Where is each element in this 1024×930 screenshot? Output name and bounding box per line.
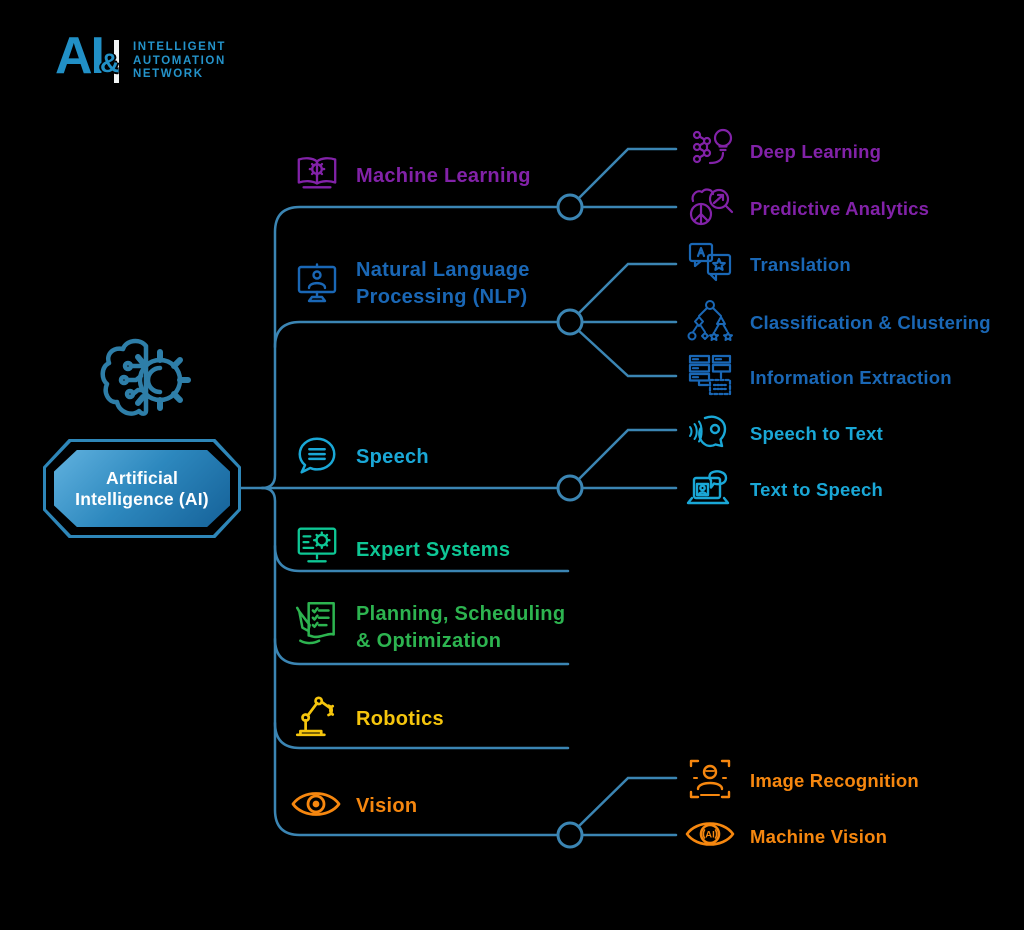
book-gear-icon — [297, 157, 337, 189]
logo: AI & INTELLIGENT AUTOMATION NETWORK — [55, 30, 255, 86]
branch-label-expert-systems: Expert Systems — [356, 539, 511, 561]
branch-label-machine-learning: Machine Learning — [356, 165, 531, 187]
robot-arm-icon — [295, 696, 335, 737]
laptop-speech-icon — [686, 470, 730, 505]
sub-label-translation: Translation — [750, 254, 851, 275]
chat-translate-icon — [688, 242, 732, 282]
eye-ai-glyph: AI — [705, 830, 715, 841]
brain-gear-icon — [100, 338, 191, 416]
brain-magnifier-icon — [689, 188, 734, 226]
monitor-gear-icon — [297, 527, 337, 563]
logo-wordmark: INTELLIGENT AUTOMATION NETWORK — [133, 41, 226, 82]
branch-label-planning-line1: Planning, Scheduling — [356, 603, 566, 625]
root-node-artificial-intelligence: Artificial Intelligence (AI) — [43, 439, 241, 538]
sub-label-predictive-analytics: Predictive Analytics — [750, 198, 930, 219]
logo-line-3: NETWORK — [133, 68, 204, 80]
eye-icon — [291, 792, 341, 816]
branch-label-planning-line2: & Optimization — [356, 630, 502, 652]
talking-head-icon — [689, 415, 727, 448]
logo-line-2: AUTOMATION — [133, 54, 226, 67]
checklist-pencil-icon — [295, 601, 335, 645]
branch-label-nlp-line1: Natural Language — [356, 259, 530, 281]
eye-ai-icon: AI — [685, 822, 735, 846]
speech-bubble-icon — [298, 437, 336, 474]
sub-label-machine-vision: Machine Vision — [750, 826, 888, 847]
database-extract-icon — [688, 354, 732, 396]
root-label-line1: Artificial — [105, 467, 179, 488]
sub-label-information-extraction: Information Extraction — [750, 367, 952, 388]
logo-line-1: INTELLIGENT — [133, 41, 226, 53]
branch-label-planning: Planning, Scheduling & Optimization — [356, 601, 565, 655]
logo-ampersand: & — [100, 48, 120, 78]
branch-label-speech: Speech — [356, 446, 429, 468]
root-node-body: Artificial Intelligence (AI) — [54, 450, 230, 527]
monitor-person-icon — [297, 263, 337, 303]
root-label-line2: Intelligence (AI) — [75, 488, 209, 509]
sub-label-speech-to-text: Speech to Text — [750, 423, 884, 444]
neural-network-bulb-icon — [692, 128, 733, 165]
sub-label-image-recognition: Image Recognition — [750, 770, 919, 791]
branch-label-nlp: Natural Language Processing (NLP) — [356, 257, 530, 311]
root-node-border-gap: Artificial Intelligence (AI) — [46, 442, 238, 535]
logo-ai-text: AI — [55, 27, 105, 85]
logo-divider-bar — [114, 40, 119, 83]
sub-label-classification-clustering: Classification & Clustering — [750, 312, 991, 333]
branch-label-vision: Vision — [356, 795, 418, 817]
branch-label-robotics: Robotics — [356, 708, 444, 730]
branch-label-nlp-line2: Processing (NLP) — [356, 286, 528, 308]
sub-label-deep-learning: Deep Learning — [750, 141, 882, 162]
face-scan-icon — [689, 759, 731, 799]
cluster-tree-icon — [687, 300, 733, 341]
sub-label-text-to-speech: Text to Speech — [750, 479, 884, 500]
